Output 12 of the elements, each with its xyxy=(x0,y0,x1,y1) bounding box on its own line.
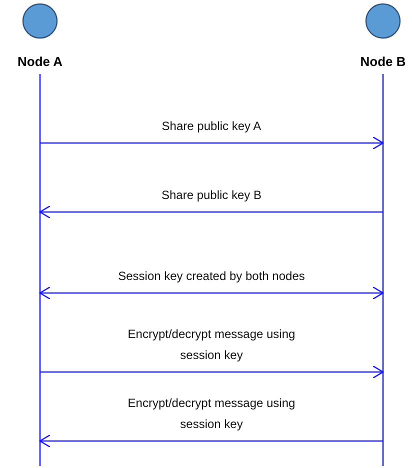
edge-label: Share public key A xyxy=(160,118,262,135)
edge-label: Session key created by both nodes xyxy=(117,268,306,285)
message-arrow xyxy=(39,434,383,448)
message-arrow xyxy=(40,136,384,150)
message-arrow xyxy=(39,205,383,219)
edge-label: Encrypt/decrypt message using session key xyxy=(126,326,296,364)
message-arrow xyxy=(39,286,384,300)
edge-label: Encrypt/decrypt message using session key xyxy=(126,395,296,433)
message-arrow xyxy=(40,365,384,379)
edge-label: Share public key B xyxy=(160,187,263,204)
participant-name: Node A xyxy=(16,54,64,69)
participant-name: Node B xyxy=(359,54,407,69)
